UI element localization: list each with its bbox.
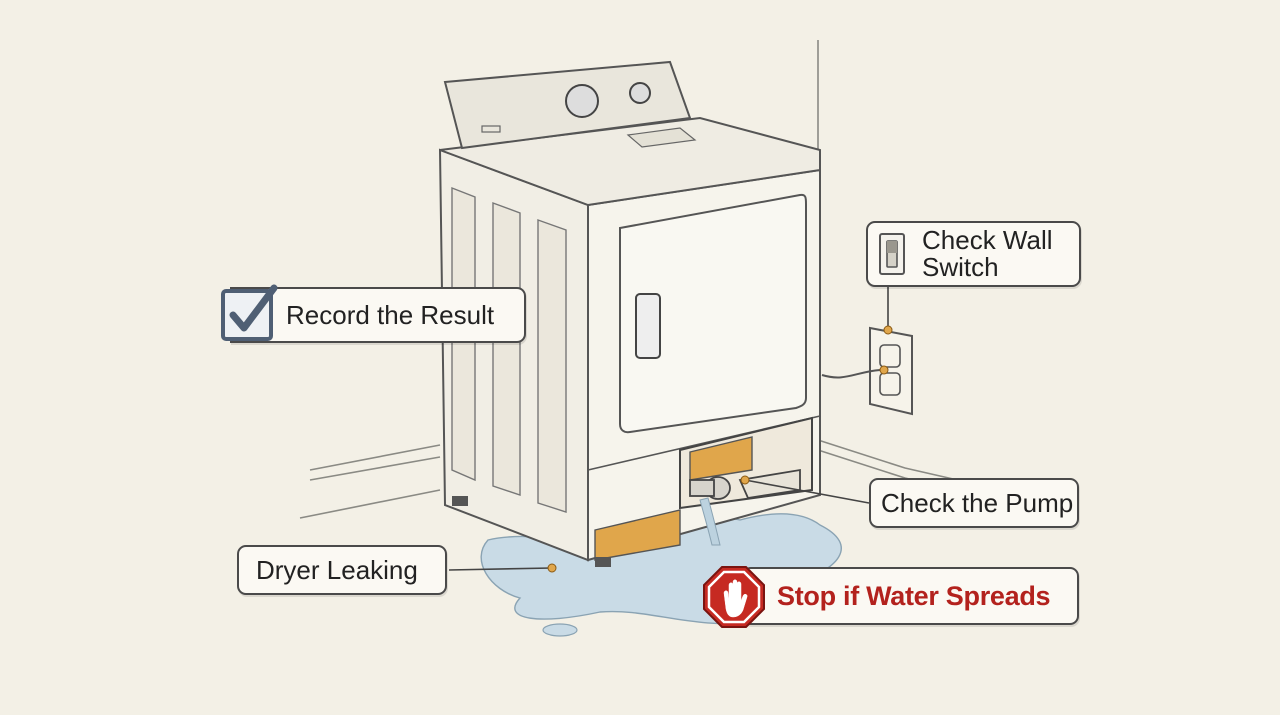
dryer-door xyxy=(619,193,807,434)
side-ribs xyxy=(451,186,567,513)
callout-dryer-leaking: Dryer Leaking xyxy=(237,545,447,595)
control-knob-small xyxy=(629,82,651,104)
door-handle xyxy=(635,293,661,359)
callout-stop-water-spreads-label: Stop if Water Spreads xyxy=(777,580,1051,611)
base-panel xyxy=(594,509,681,561)
wall-switch-icon xyxy=(879,233,905,275)
wall-outlet xyxy=(869,326,913,416)
callout-stop-water-spreads: Stop if Water Spreads xyxy=(742,567,1079,625)
callout-dryer-leaking-label: Dryer Leaking xyxy=(256,554,418,585)
dryer-foot xyxy=(452,496,468,506)
checkbox-checked-icon xyxy=(221,284,278,341)
stop-sign-hand-icon xyxy=(703,566,765,628)
water-stream xyxy=(699,497,721,546)
pump-housing xyxy=(689,436,753,481)
callout-check-pump-label: Check the Pump xyxy=(881,487,1074,518)
callout-check-pump: Check the Pump xyxy=(869,478,1079,528)
lint-screen xyxy=(626,127,697,148)
water-drop xyxy=(542,623,578,637)
leader-dots xyxy=(547,325,893,573)
control-label xyxy=(481,125,501,133)
control-knob-large xyxy=(565,84,599,118)
dryer-foot xyxy=(595,557,611,567)
callout-check-wall-switch-label: Check Wall Switch xyxy=(922,225,1053,282)
callout-record-result: Record the Result xyxy=(230,287,526,343)
callout-record-result-label: Record the Result xyxy=(286,299,495,330)
leader-lines xyxy=(448,287,889,571)
power-cord xyxy=(821,369,881,379)
